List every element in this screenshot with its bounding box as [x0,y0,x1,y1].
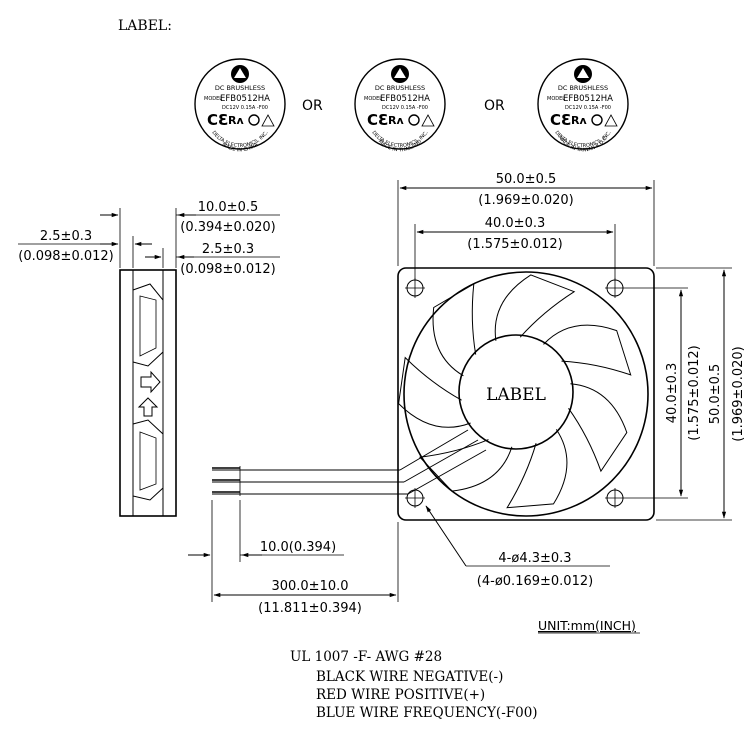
fan-blade [398,356,471,428]
svg-text:Rʌ: Rʌ [228,114,244,127]
hole-pitch-mm: 40.0±0.3 [485,216,546,231]
label-rating: DC12V 0.15A -F00 [382,105,428,111]
fan-hub [458,334,574,450]
flange-left-mm: 2.5±0.3 [40,229,92,244]
fan-blades [398,274,632,509]
dim-strip-length: 10.0(0.394) [188,500,344,602]
airflow-direction-icon [140,370,161,394]
lead-length-mm: 300.0±10.0 [271,579,348,594]
label-line1: DC BRUSHLESS [215,84,265,92]
overall-height-mm: 50.0±0.5 [708,364,723,425]
dim-vertical-pitch: 40.0±0.3 (1.575±0.012) [625,287,702,499]
overall-height-in: (1.969±0.020) [731,346,746,441]
flange-right-mm: 2.5±0.3 [202,242,254,257]
label-model: EFB0512HA [380,94,430,104]
fan-blade [568,383,628,473]
label-rating: DC12V 0.15A -F00 [222,105,268,111]
label-model-caption: MODEL [547,96,565,102]
front-view: LABEL [212,267,655,521]
dim-mounting-holes: 4-ø4.3±0.3 (4-ø0.169±0.012) [425,505,610,589]
wiring-blue: BLUE WIRE FREQUENCY(-F00) [316,705,538,721]
dim-thickness: 10.0±0.5 (0.394±0.020) [100,200,280,268]
flange-right-in: (0.098±0.012) [180,262,275,277]
wiring-spec: UL 1007 -F- AWG #28 [290,649,442,665]
label-model: EFB0512HA [220,94,270,104]
vertical-pitch-in: (1.575±0.012) [687,345,702,440]
thickness-mm: 10.0±0.5 [198,200,259,215]
fan-blade [543,324,632,376]
vertical-pitch-mm: 40.0±0.3 [665,363,680,424]
svg-text:CƐ: CƐ [367,111,388,129]
flange-left-in: (0.098±0.012) [18,249,113,264]
fan-venturi [403,271,649,517]
lead-wires [212,466,408,496]
rotation-direction-icon [137,397,159,417]
fan-blade [432,282,477,377]
wiring-black: BLACK WIRE NEGATIVE(-) [316,669,503,685]
holes-mm: 4-ø4.3±0.3 [498,551,571,566]
strip-length: 10.0(0.394) [260,540,336,555]
svg-text:Rʌ: Rʌ [571,114,587,127]
lead-length-in: (11.811±0.394) [258,601,362,616]
side-frame [119,269,177,517]
label-line1: DC BRUSHLESS [558,84,608,92]
side-view [119,269,177,517]
svg-text:Rʌ: Rʌ [388,114,404,127]
side-blade-bottom [132,419,164,501]
dim-flange-left: 2.5±0.3 (0.098±0.012) [18,229,152,268]
label-line1: DC BRUSHLESS [375,84,425,92]
dim-flange-right: 2.5±0.3 (0.098±0.012) [145,242,280,277]
wiring-red: RED WIRE POSITIVE(+) [316,687,485,703]
label-model: EFB0512HA [563,94,613,104]
dim-lead-length: 300.0±10.0 (11.811±0.394) [213,522,399,616]
holes-in: (4-ø0.169±0.012) [477,574,593,589]
side-blade-top [132,283,164,367]
label-heading: LABEL: [118,18,172,34]
fan-blade [506,429,568,509]
label-model-caption: MODEL [364,96,382,102]
delta-logo-icon [574,65,592,83]
svg-text:CƐ: CƐ [550,111,571,129]
unit-note: UNIT:mm(INCH) [538,618,636,633]
fan-frame [397,267,655,521]
delta-logo-icon [231,65,249,83]
wire-channel [399,429,487,495]
or-text-2: OR [484,98,505,114]
fan-blade [418,439,513,492]
thickness-in: (0.394±0.020) [180,220,275,235]
fan-blade [494,274,576,341]
hole-pitch-in: (1.575±0.012) [467,237,562,252]
label-model-caption: MODEL [204,96,222,102]
svg-text:CƐ: CƐ [207,111,228,129]
overall-width-mm: 50.0±0.5 [496,172,557,187]
dim-overall-height: 50.0±0.5 (1.969±0.020) [656,267,746,521]
overall-width-in: (1.969±0.020) [478,193,573,208]
dim-overall-width: 50.0±0.5 (1.969±0.020) [397,172,655,266]
hub-label: LABEL [486,385,546,405]
or-text-1: OR [302,98,323,114]
dim-hole-pitch: 40.0±0.3 (1.575±0.012) [414,216,616,280]
label-rating: DC12V 0.15A -F00 [565,105,611,111]
delta-logo-icon [391,65,409,83]
